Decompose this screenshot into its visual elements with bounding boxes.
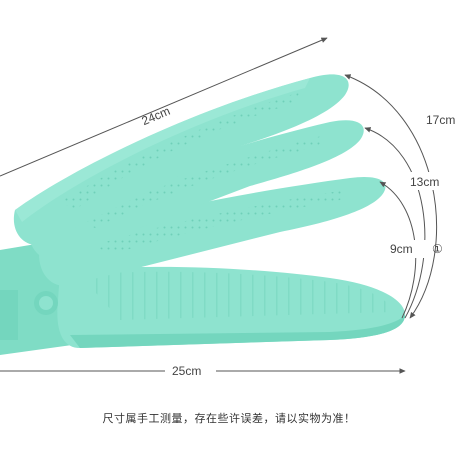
label-17cm: 17cm (426, 113, 455, 127)
level-marker: ① (432, 242, 443, 256)
dimension-line-24cm (0, 37, 328, 177)
label-24cm: 24cm (140, 104, 172, 128)
height-arc-13cm (364, 127, 426, 319)
label-13cm: 13cm (410, 175, 439, 189)
top-plate-level-3 (13, 74, 349, 246)
shoe-holder (0, 74, 405, 355)
label-9cm: 9cm (390, 242, 413, 256)
measurement-note: 尺寸属手工测量，存在些许误差，请以实物为准！ (102, 412, 356, 425)
label-25cm: 25cm (172, 364, 201, 378)
